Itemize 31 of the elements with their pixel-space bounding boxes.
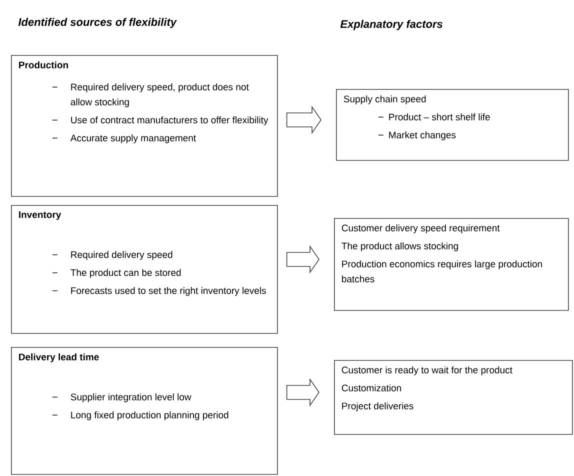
factor-line: Production economics requires large production batches <box>342 260 542 282</box>
block-arrow <box>286 245 320 274</box>
bullet-item: Product – short shelf life <box>378 113 490 120</box>
bullet-item: The product can be stored <box>52 269 181 278</box>
factor-line: The product allows stocking <box>342 242 458 252</box>
block-arrow <box>286 378 320 407</box>
column-heading: Explanatory factors <box>340 20 442 30</box>
factor-box <box>334 360 573 435</box>
factor-line: Project deliveries <box>342 402 414 412</box>
bullet-item: Market changes <box>378 131 456 140</box>
column-heading: Identified sources of flexibility <box>18 18 177 28</box>
bullet-item: Long fixed production planning period <box>52 411 228 420</box>
box-heading: Production <box>19 61 68 68</box>
bullet-item: Use of contract manufacturers to offer flexibility <box>52 116 268 126</box>
factor-line: Customer delivery speed requirement <box>342 224 500 234</box>
factor-line: Customer is ready to wait for the product <box>342 366 512 376</box>
bullet-item: Supplier integration level low <box>52 393 192 402</box>
bullet-item: Required delivery speed <box>52 251 172 260</box>
factor-line: Customization <box>342 384 401 392</box>
factor-box <box>336 89 569 161</box>
box-heading: Delivery lead time <box>19 353 99 362</box>
factor-box <box>334 218 569 311</box>
bullet-item: Accurate supply management <box>52 134 196 144</box>
block-arrow <box>286 106 322 134</box>
bullet-item: Required delivery speed, product does not allow stocking <box>52 83 249 108</box>
source-box <box>11 55 278 197</box>
source-box <box>11 204 278 334</box>
factor-line: Supply chain speed <box>344 95 426 104</box>
source-box <box>11 346 278 475</box>
bullet-item: Forecasts used to set the right inventory levels <box>52 287 266 296</box>
box-heading: Inventory <box>19 211 62 220</box>
